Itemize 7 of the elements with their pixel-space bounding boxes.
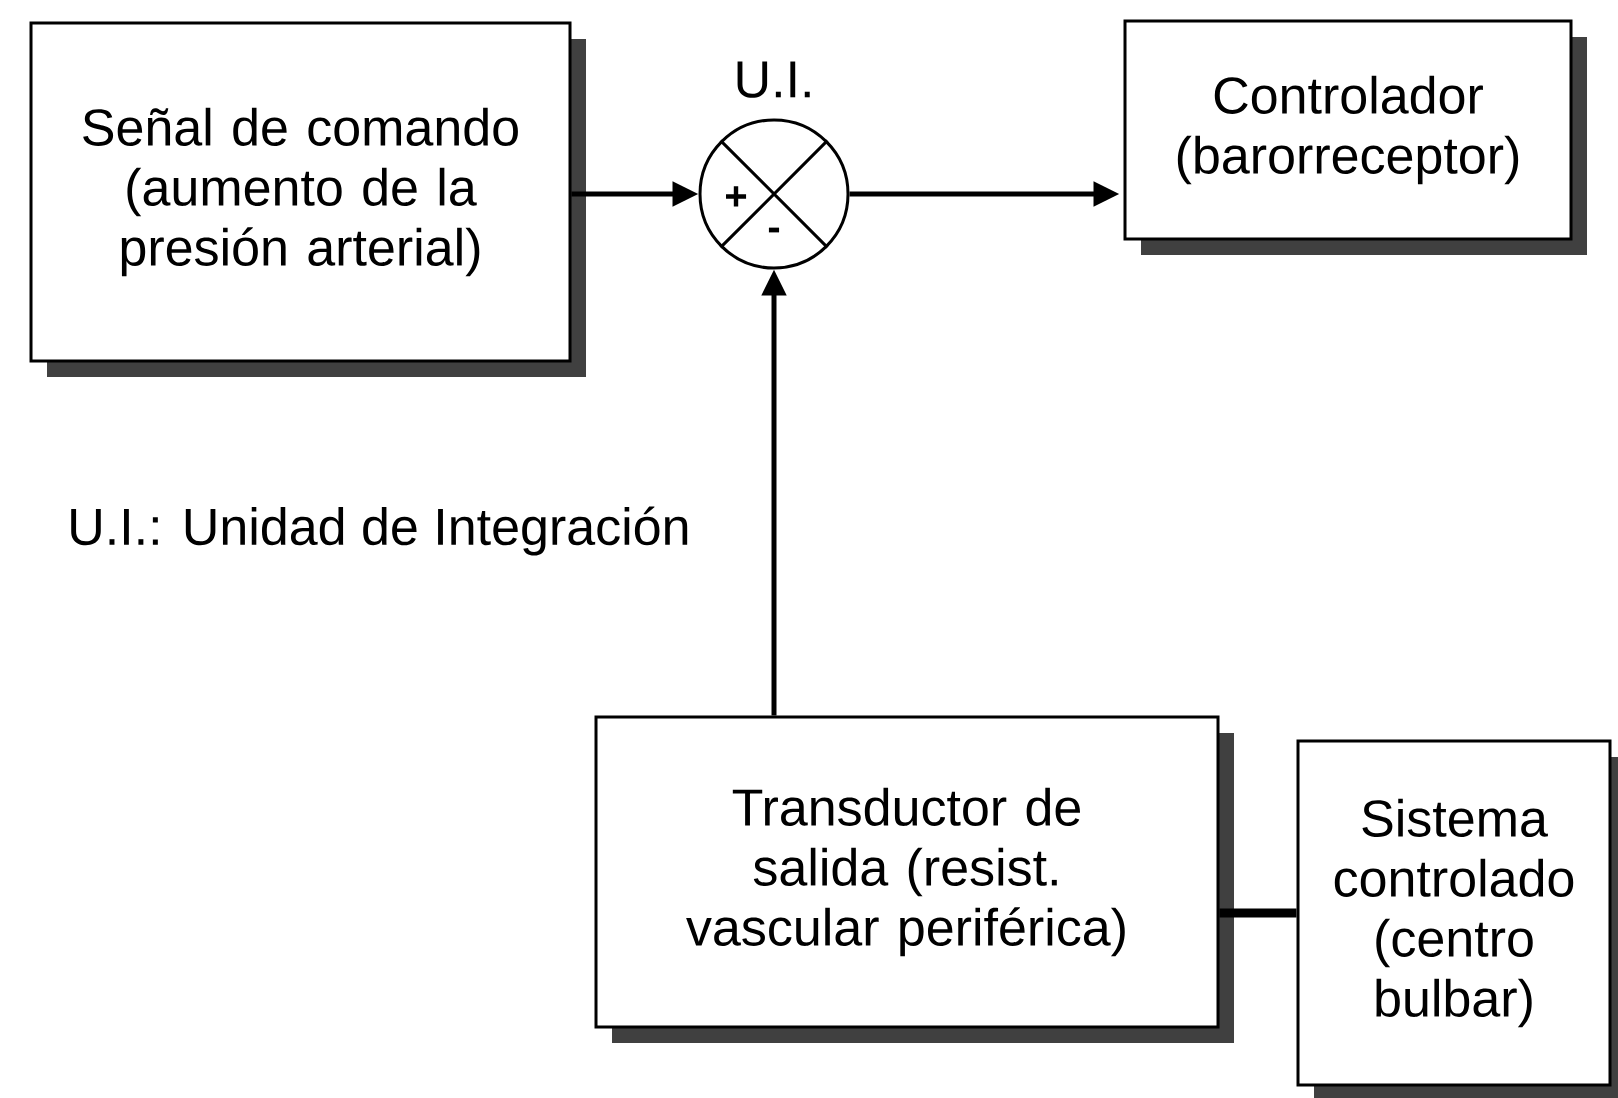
junction-label: U.I. bbox=[737, 61, 810, 98]
process-box: Controlador (barorreceptor) bbox=[1123, 19, 1587, 255]
summing-junction: + - bbox=[698, 118, 850, 270]
process-box: Sistema controlado (centro bulbar) bbox=[1296, 739, 1618, 1098]
process-box: Señal de comando (aumento de la presión arterial) bbox=[29, 21, 586, 377]
process-box: Transductor de salida (resist. vascular periférica) bbox=[594, 715, 1234, 1043]
note-text: U.I.: Unidad de Integración bbox=[71, 506, 688, 556]
